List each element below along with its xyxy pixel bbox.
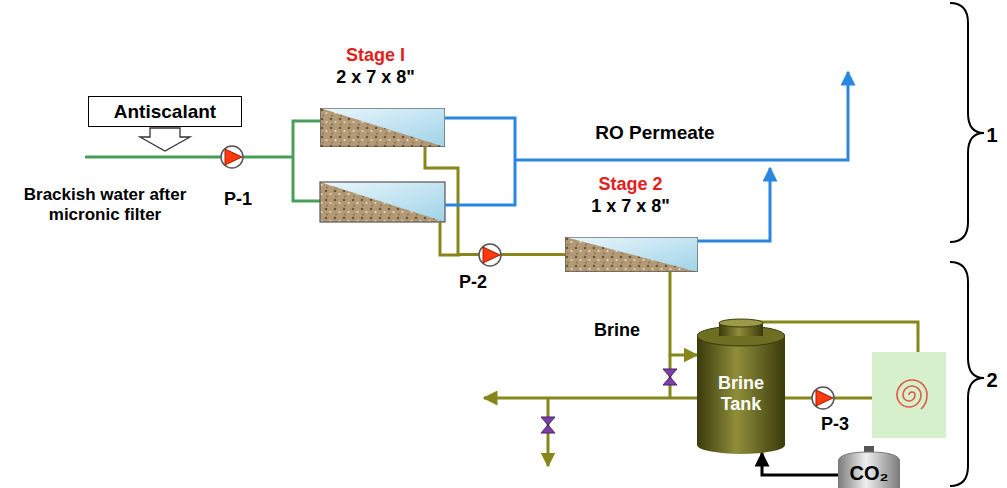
permeate-line <box>445 118 515 205</box>
water-side <box>320 108 445 147</box>
pump-symbol <box>479 244 501 266</box>
valve-symbol <box>663 377 677 385</box>
callout-number: 1 <box>986 123 997 147</box>
permeate-line <box>445 72 848 241</box>
pipe-connector <box>762 453 838 475</box>
membrane-vessel <box>320 182 445 222</box>
membrane-media <box>565 237 698 272</box>
pump-label: P-1 <box>224 189 252 211</box>
section-brace <box>950 262 984 486</box>
stream-label: RO Permeate <box>595 122 714 145</box>
pump-symbol <box>483 247 500 263</box>
cylinder-body <box>838 452 900 488</box>
permeate-line <box>515 72 848 160</box>
heat-exchanger <box>872 352 946 438</box>
tank-body <box>697 336 785 445</box>
vessel-outline <box>565 237 698 272</box>
stage-array: 2 x 7 x 8" <box>336 66 415 88</box>
section-brace <box>950 3 984 242</box>
node-text: Brine Tank <box>701 373 781 414</box>
brine-line <box>484 397 697 400</box>
callout-number: 2 <box>986 368 997 392</box>
membrane-vessel: Stage 21 x 7 x 8" <box>565 237 698 272</box>
membrane-drawing <box>565 237 698 272</box>
valve-symbol <box>541 425 555 433</box>
valve-symbol <box>541 417 555 425</box>
heat-exchanger <box>897 380 927 409</box>
membrane-vessel: Stage I2 x 7 x 8" <box>320 108 445 147</box>
heat-exchanger <box>872 352 946 438</box>
pipe-connector <box>670 272 697 355</box>
stage-title: Stage I <box>336 44 415 66</box>
section-brace <box>950 3 984 486</box>
pump-symbol <box>816 390 833 406</box>
pump-symbol <box>812 387 834 409</box>
membrane-vessel <box>320 182 445 222</box>
tank-bottom <box>697 436 785 454</box>
dosing-box: Antiscalant <box>88 96 242 127</box>
valve-symbol <box>663 369 677 377</box>
source-label: Brackish water after micronic filter <box>2 185 208 226</box>
pump-symbol <box>225 149 242 165</box>
brine-line <box>440 222 918 466</box>
node-text: CO₂ <box>850 462 889 485</box>
membrane-drawing <box>320 108 445 147</box>
stage-array: 1 x 7 x 8" <box>591 195 670 217</box>
permeate-line <box>698 168 770 241</box>
node-text: Antiscalant <box>114 101 216 123</box>
pump-label: P-3 <box>821 414 849 436</box>
stage-heading: Stage 21 x 7 x 8" <box>591 173 670 217</box>
stage-title: Stage 2 <box>591 173 670 195</box>
stage-heading: Stage I2 x 7 x 8" <box>336 44 415 88</box>
valve-symbol <box>541 369 677 433</box>
gas-cylinder: CO₂ <box>838 446 900 488</box>
membrane-vessel <box>320 182 445 222</box>
stream-label: Brine <box>592 320 642 341</box>
water-side <box>565 237 698 272</box>
membrane-media <box>320 108 445 147</box>
feed-line <box>293 121 320 201</box>
brine-line <box>440 222 460 255</box>
brine-tank: Brine Tank <box>697 318 785 455</box>
pump-label: P-2 <box>459 272 487 294</box>
dosing-arrow <box>140 128 190 151</box>
pump-symbol <box>221 146 243 168</box>
feed-line <box>85 156 293 159</box>
vessel-outline <box>320 108 445 147</box>
tank-lid-top <box>719 319 763 327</box>
membrane-vessel <box>320 182 445 222</box>
pipe-connector <box>425 147 565 255</box>
